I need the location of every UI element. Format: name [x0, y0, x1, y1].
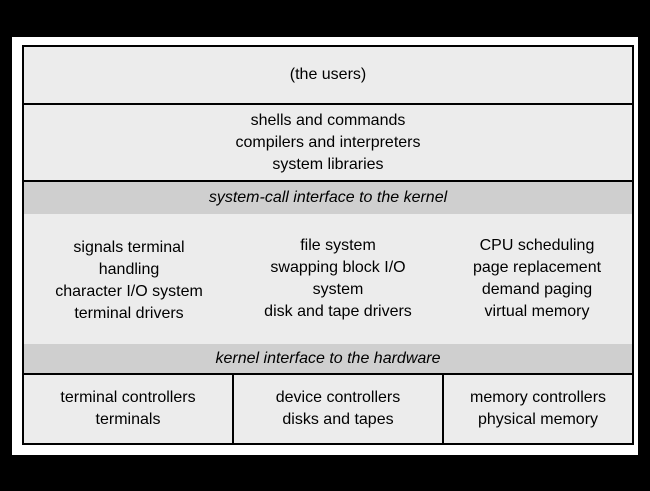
kernel-col1-line-1: signals terminal [73, 239, 185, 256]
kernel-filesystem-column: file system swapping block I/O system di… [243, 235, 433, 323]
hardware-terminals-cell: terminal controllers terminals [24, 375, 234, 443]
kernel-col1-line-3: character I/O system [55, 283, 203, 300]
system-call-interface-layer: system-call interface to the kernel [24, 182, 632, 214]
kernel-col1-line-2: handling [98, 261, 160, 278]
utilities-line-1: shells and commands [250, 111, 406, 129]
hardware-layer: terminal controllers terminals device co… [24, 375, 632, 443]
kernel-col2-line-4: disk and tape drivers [264, 302, 412, 320]
kernel-col1-line-4: terminal drivers [74, 305, 184, 322]
kernel-col3-line-2: page replacement [472, 258, 602, 276]
system-programs-layer: shells and commands compilers and interp… [24, 105, 632, 182]
utilities-line-3: system libraries [272, 155, 384, 173]
users-label: (the users) [289, 66, 367, 83]
kernel-col3-line-1: CPU scheduling [479, 236, 595, 254]
hw-col1-line-2: terminals [95, 411, 161, 428]
hardware-interface-layer: kernel interface to the hardware [24, 344, 632, 375]
kernel-col3-line-3: demand paging [481, 280, 593, 298]
kernel-col2-line-1: file system [300, 236, 376, 254]
hw-col1-line-1: terminal controllers [60, 389, 196, 406]
hardware-interface-label: kernel interface to the hardware [215, 349, 441, 367]
hardware-devices-cell: device controllers disks and tapes [234, 375, 444, 443]
utilities-line-2: compilers and interpreters [235, 133, 421, 151]
users-layer: (the users) [24, 47, 632, 105]
kernel-col2-line-3: system [312, 280, 364, 298]
kernel-terminal-column: signals terminal handling character I/O … [34, 237, 224, 325]
hw-col3-line-2: physical memory [477, 411, 599, 428]
kernel-col3-line-4: virtual memory [484, 302, 590, 320]
hw-col2-line-1: device controllers [275, 389, 401, 406]
kernel-col2-line-2: swapping block I/O [270, 258, 406, 276]
hw-col2-line-2: disks and tapes [282, 411, 394, 428]
kernel-memory-column: CPU scheduling page replacement demand p… [452, 235, 622, 323]
hw-col3-line-1: memory controllers [469, 389, 607, 406]
syscall-interface-label: system-call interface to the kernel [208, 189, 448, 206]
hardware-memory-cell: memory controllers physical memory [444, 375, 632, 443]
os-structure-diagram: (the users) shells and commands compiler… [22, 45, 634, 445]
kernel-layer: signals terminal handling character I/O … [24, 214, 632, 344]
